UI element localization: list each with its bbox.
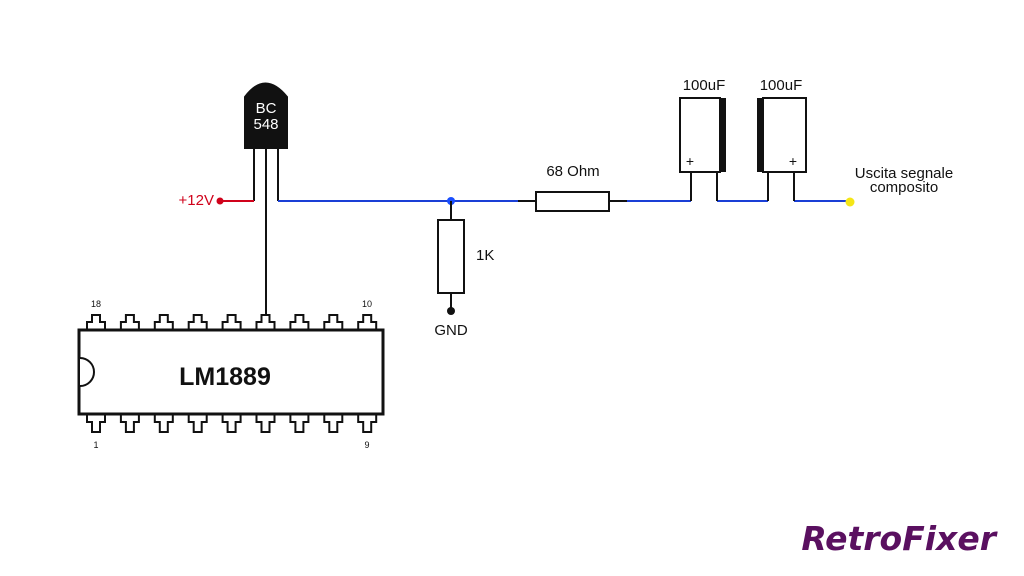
supply-label: +12V: [179, 192, 214, 209]
ground: GND: [434, 307, 468, 339]
ic-pin-9-label: 9: [364, 440, 369, 450]
ic-pins-top: [86, 314, 378, 330]
resistor-68ohm-label: 68 Ohm: [546, 163, 599, 180]
ic-pin-top: [255, 314, 276, 330]
capacitor-2-plus: +: [789, 153, 797, 169]
transistor-label-line1: BC: [256, 100, 277, 117]
ic-pin-bottom: [255, 414, 276, 433]
supply-12v: +12V: [179, 192, 254, 209]
capacitor-1: 100uF +: [679, 77, 726, 201]
output-label-line2: composito: [870, 179, 938, 196]
resistor-1k-label: 1K: [476, 247, 494, 264]
logo-text: RetroFixer: [801, 519, 997, 558]
capacitor-1-label: 100uF: [683, 77, 726, 94]
ic-pin-bottom: [357, 414, 378, 433]
output-label-line1: Uscita segnale: [855, 165, 953, 182]
ic-pin-bottom: [221, 414, 242, 433]
ic-pin-bottom: [153, 414, 174, 433]
ic-pin-top: [187, 314, 208, 330]
ic-label: LM1889: [179, 363, 271, 391]
ic-pin-18-label: 18: [91, 299, 101, 309]
ic-lm1889: LM1889 18 10 1 9: [77, 299, 385, 450]
ground-label: GND: [434, 322, 468, 339]
ic-pin-10-label: 10: [362, 299, 372, 309]
ic-pin-top: [323, 314, 344, 330]
ic-pin-bottom: [119, 414, 140, 433]
ic-pin-bottom: [187, 414, 208, 433]
ic-pin-top: [357, 314, 378, 330]
output-signal: Uscita segnale composito: [845, 165, 953, 207]
supply-terminal: [216, 197, 224, 205]
ic-pin-top: [153, 314, 174, 330]
transistor-label-line2: 548: [253, 116, 278, 133]
ic-pin-top: [86, 314, 106, 330]
ground-terminal: [447, 307, 455, 315]
ic-pin-bottom: [323, 414, 344, 433]
capacitor-2: 100uF +: [757, 77, 807, 201]
resistor-68ohm: 68 Ohm: [518, 163, 627, 212]
capacitor-1-plus: +: [686, 153, 694, 169]
ic-pin-top: [221, 314, 242, 330]
ic-pins-bottom: [86, 414, 378, 433]
ic-pin-bottom: [289, 414, 310, 433]
capacitor-2-label: 100uF: [760, 77, 803, 94]
retrofixer-logo: RetroFixer: [801, 519, 997, 558]
ic-pin-top: [289, 314, 310, 330]
ic-notch: [79, 357, 95, 387]
output-terminal: [845, 197, 855, 207]
ic-pin-1-label: 1: [93, 440, 98, 450]
ic-pin-top: [119, 314, 140, 330]
resistor-1k: 1K: [437, 201, 494, 311]
transistor-bc548: BC 548: [244, 82, 288, 320]
ic-pin-bottom: [86, 414, 106, 433]
ic-body: [77, 328, 385, 416]
